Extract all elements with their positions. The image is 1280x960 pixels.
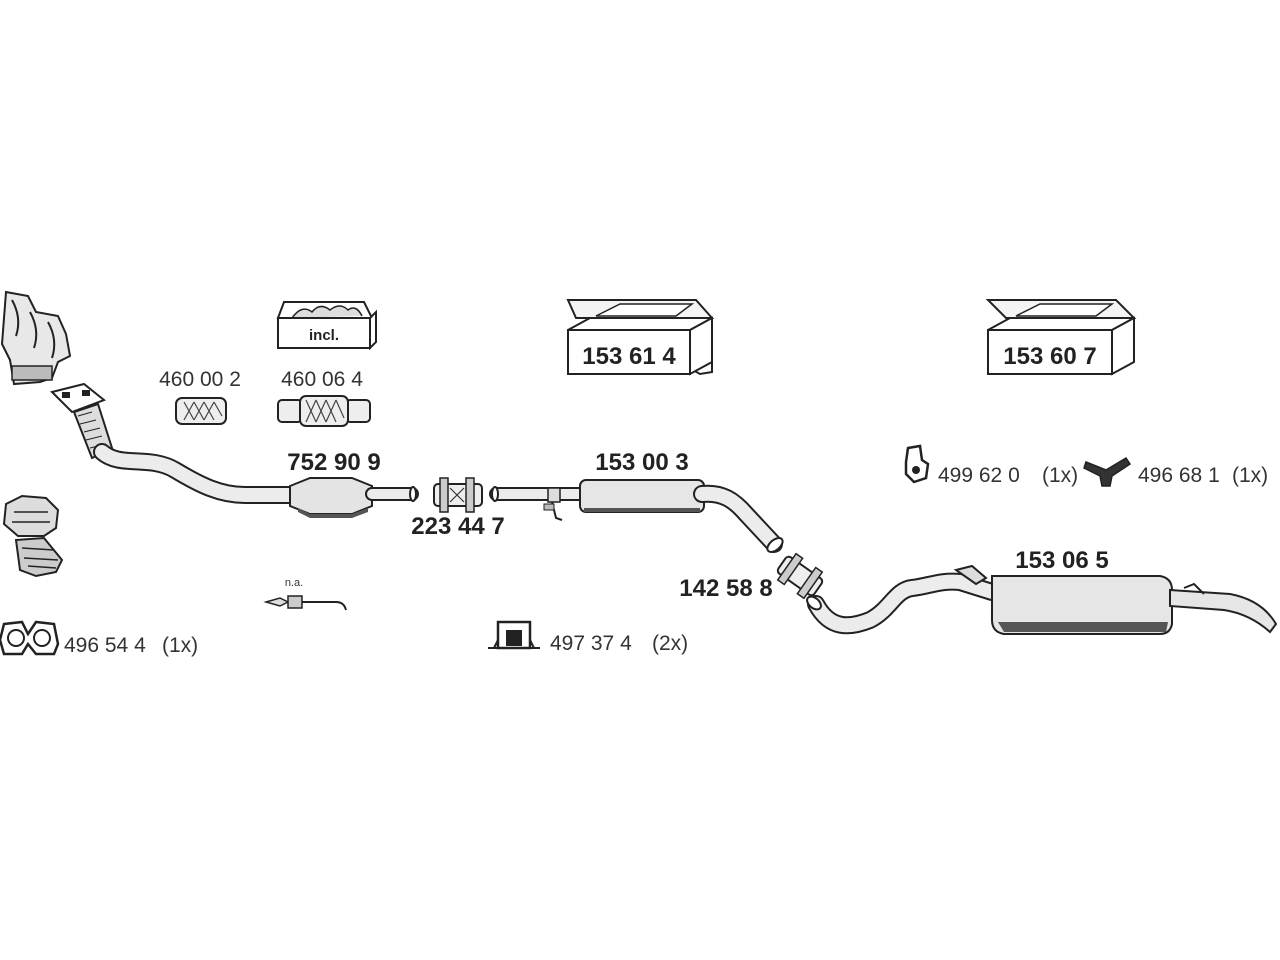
rubber-hanger-499-62-0[interactable]: [904, 444, 930, 484]
label-153-60-7: 153 60 7: [1003, 343, 1096, 370]
flex-joint-460-00-2[interactable]: [175, 397, 227, 425]
exhaust-manifold[interactable]: [0, 290, 72, 386]
qty-499-62-0: (1x): [1042, 464, 1078, 487]
label-223-44-7: 223 44 7: [411, 513, 504, 540]
qty-496-68-1: (1x): [1232, 464, 1268, 487]
clamp-142-58-8[interactable]: [773, 550, 827, 601]
oxygen-sensor[interactable]: [263, 595, 347, 611]
label-497-37-4: 497 37 4: [550, 632, 632, 655]
incl-label: incl.: [309, 327, 339, 344]
y-hanger-496-68-1[interactable]: [1083, 456, 1132, 487]
label-460-00-2: 460 00 2: [159, 368, 241, 391]
front-pipe-with-catalyst[interactable]: [50, 382, 419, 518]
label-153-06-5: 153 06 5: [1015, 547, 1108, 574]
kit-box-153-61-4[interactable]: [566, 299, 715, 376]
label-142-58-8: 142 58 8: [679, 575, 772, 602]
rear-silencer[interactable]: [805, 564, 1278, 635]
label-153-00-3: 153 00 3: [595, 449, 688, 476]
label-496-54-4: 496 54 4: [64, 634, 146, 657]
mounting-bracket-497-37-4[interactable]: [488, 620, 540, 650]
flex-joint-460-06-4[interactable]: [277, 395, 371, 427]
label-153-61-4: 153 61 4: [582, 343, 676, 370]
kit-box-153-60-7[interactable]: [985, 299, 1137, 376]
incl-box[interactable]: [276, 301, 377, 351]
label-496-68-1: 496 68 1: [1138, 464, 1220, 487]
middle-silencer[interactable]: [489, 479, 785, 555]
gasket-496-54-4[interactable]: [0, 620, 60, 656]
label-460-06-4: 460 06 4: [281, 368, 363, 391]
label-499-62-0: 499 62 0: [938, 464, 1020, 487]
qty-496-54-4: (1x): [162, 634, 198, 657]
qty-497-37-4: (2x): [652, 632, 688, 655]
label-752-90-9: 752 90 9: [287, 449, 380, 476]
manifold-heat-shield[interactable]: [2, 494, 64, 578]
clamp-223-44-7[interactable]: [433, 477, 483, 513]
oxygen-sensor-note: n.a.: [285, 577, 303, 589]
